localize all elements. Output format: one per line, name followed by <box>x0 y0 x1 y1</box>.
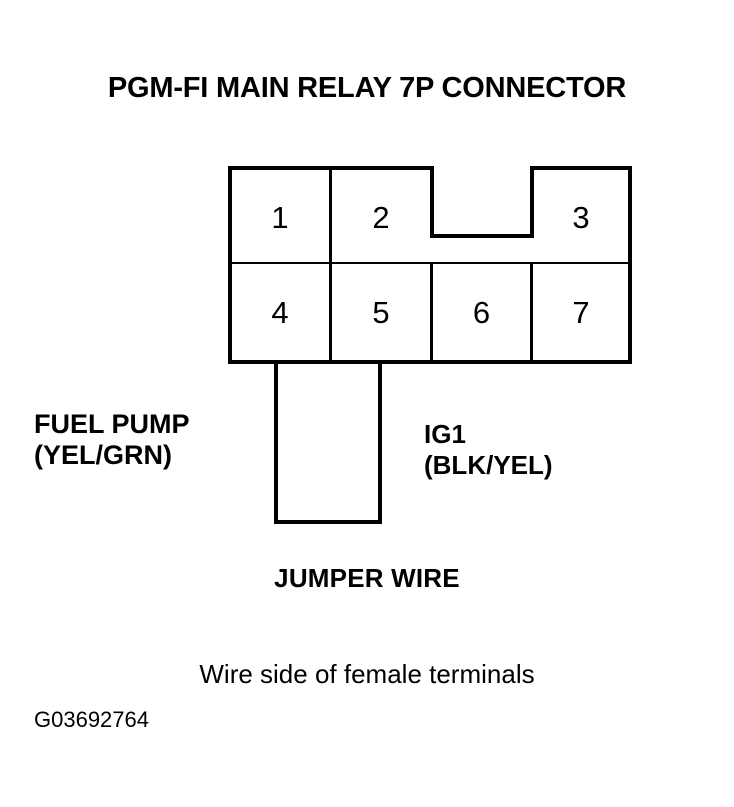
connector-divider-top-1-2 <box>329 168 332 263</box>
figure-caption: Wire side of female terminals <box>199 659 535 689</box>
jumper-wire-bottom <box>274 520 382 524</box>
terminal-7: 7 <box>572 295 590 330</box>
connector-divider-bottom-6-7 <box>530 262 533 362</box>
connector-diagram: 1 2 3 4 5 6 7 <box>228 166 632 364</box>
jumper-wire-left-leg <box>274 362 278 524</box>
jumper-wire-label: JUMPER WIRE <box>274 563 460 593</box>
terminal-3: 3 <box>572 200 590 235</box>
fuel-pump-color-code: (YEL/GRN) <box>34 440 172 470</box>
page-title: PGM-FI MAIN RELAY 7P CONNECTOR <box>107 72 627 104</box>
ig1-color-code: (BLK/YEL) <box>424 450 553 480</box>
connector-outline-top-right <box>530 166 632 170</box>
ig1-wire-label: IG1 (BLK/YEL) <box>424 419 553 481</box>
connector-outline-bottom <box>228 360 632 364</box>
fuel-pump-wire-label: FUEL PUMP (YEL/GRN) <box>34 409 190 471</box>
connector-outline-right <box>628 166 632 364</box>
jumper-wire-right-leg <box>378 362 382 524</box>
connector-outline-left <box>228 166 232 364</box>
connector-notch-floor <box>430 234 534 238</box>
ig1-name: IG1 <box>424 419 466 449</box>
terminal-4: 4 <box>271 295 289 330</box>
jumper-wire-shape <box>274 362 384 528</box>
connector-divider-bottom-5-6 <box>430 262 433 362</box>
terminal-5: 5 <box>372 295 390 330</box>
terminal-1: 1 <box>271 200 289 235</box>
connector-notch-left-wall <box>430 166 434 238</box>
figure-id-code: G03692764 <box>34 707 149 732</box>
terminal-6: 6 <box>472 295 491 330</box>
terminal-2: 2 <box>372 200 390 235</box>
connector-notch-right-wall <box>530 166 534 238</box>
fuel-pump-name: FUEL PUMP <box>34 409 190 439</box>
connector-divider-bottom-4-5 <box>329 262 332 362</box>
